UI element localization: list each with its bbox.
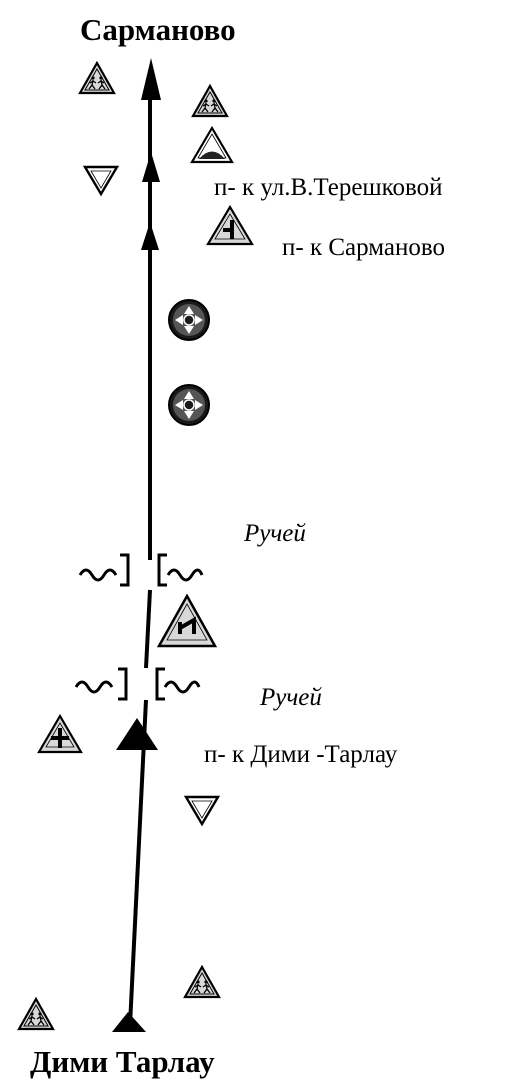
roundabout-sign-icon xyxy=(168,299,210,341)
north-town-label: Сарманово xyxy=(80,12,236,47)
roundabout-sign-icon xyxy=(168,384,210,426)
junction-marker-sarmanovo xyxy=(141,222,159,250)
double-bend-sign-icon xyxy=(156,593,218,648)
side-road-junction-sign-icon xyxy=(206,204,254,246)
give-way-sign-icon xyxy=(83,165,119,196)
crossroads-sign-icon xyxy=(37,713,83,754)
south-town-label: Дими Тарлау xyxy=(30,1044,215,1079)
children-warning-sign-icon xyxy=(78,61,116,95)
direction-arrow-north xyxy=(141,58,161,100)
junction-marker-dimi-tarlau xyxy=(116,718,158,750)
give-way-sign-icon xyxy=(184,795,220,826)
junction-marker-tereshkovoy xyxy=(142,152,160,182)
bridge-symbol-lower xyxy=(74,667,201,701)
stream-label-upper: Ручей xyxy=(244,520,306,547)
stream-label-lower: Ручей xyxy=(260,684,322,711)
junction-label-sarmanovo: п- к Сарманово xyxy=(282,234,446,261)
children-warning-sign-icon xyxy=(183,965,221,999)
children-warning-sign-icon xyxy=(191,84,229,118)
start-marker-south xyxy=(112,1012,146,1032)
main-road xyxy=(128,70,152,1026)
children-warning-sign-icon xyxy=(17,997,55,1031)
junction-label-tereshkovoy: п- к ул.В.Терешковой xyxy=(214,174,443,201)
bridge-symbol-upper xyxy=(78,553,204,587)
speed-bump-warning-sign-icon xyxy=(190,125,234,164)
junction-label-dimi-tarlau: п- к Дими -Тарлау xyxy=(204,741,398,768)
